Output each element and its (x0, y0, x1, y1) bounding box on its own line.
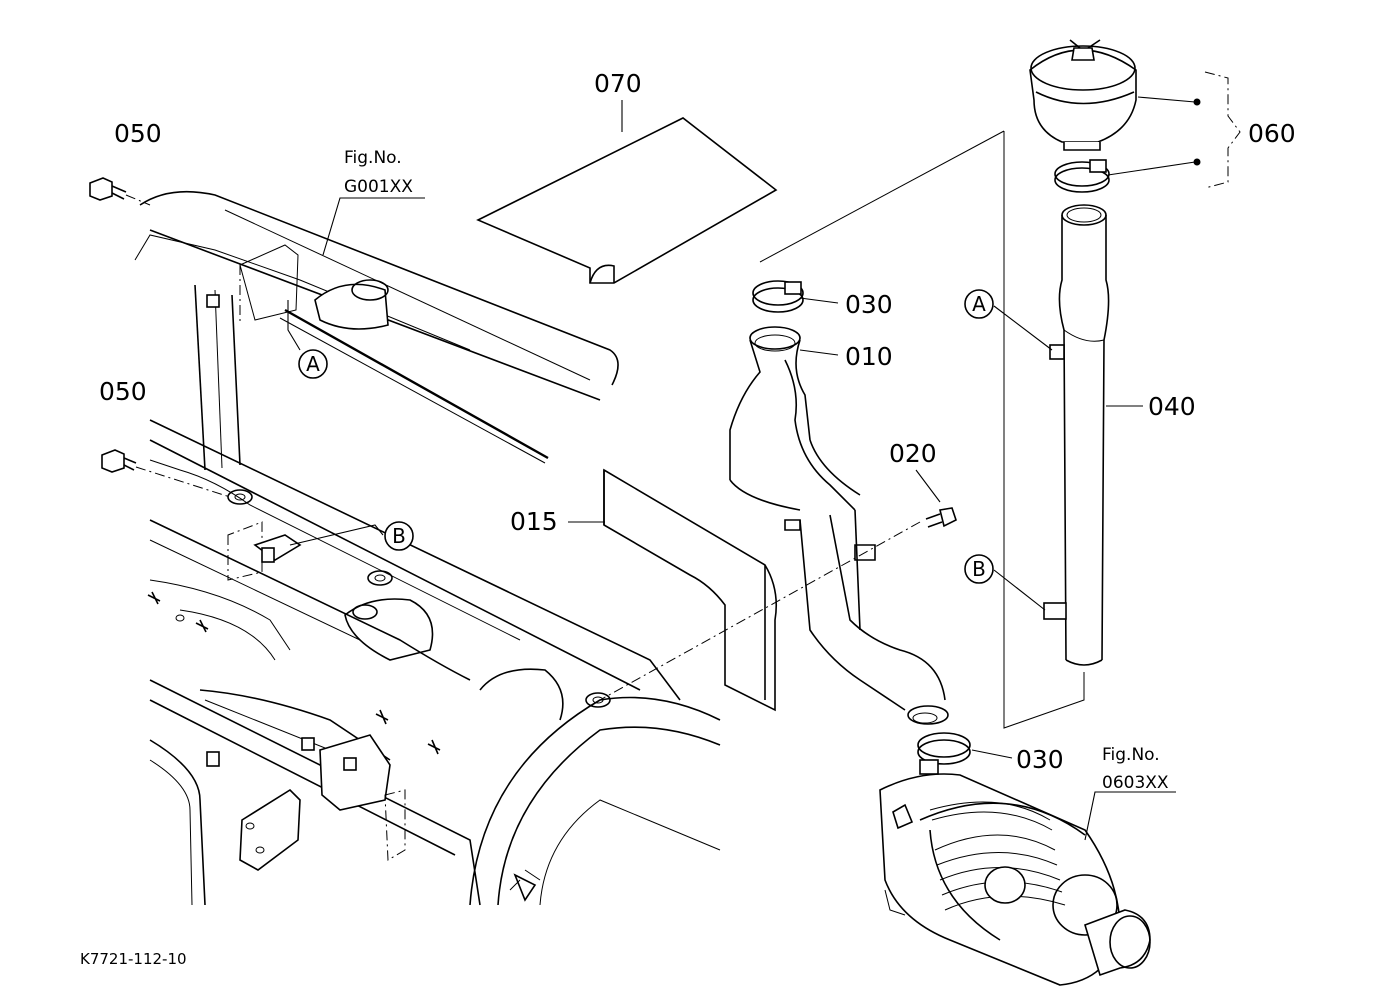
label-010: 010 (845, 342, 893, 371)
label-050-top: 050 (114, 119, 162, 148)
callout-a-right-text: A (972, 292, 986, 316)
label-070: 070 (594, 69, 642, 98)
label-030-bottom: 030 (1016, 745, 1064, 774)
insulation-pad-015-drawing (603, 468, 778, 712)
label-015: 015 (510, 507, 558, 536)
label-040: 040 (1148, 392, 1196, 421)
bolt-020-drawing (599, 507, 957, 701)
fig-ref-bottom-line1: Fig.No. (1102, 745, 1160, 765)
callout-a-right: A (964, 289, 994, 319)
callout-b-right: B (964, 554, 994, 584)
footer-code: K7721-112-10 (80, 950, 187, 968)
label-030-top: 030 (845, 290, 893, 319)
precleaner-060-drawing (1029, 39, 1137, 193)
intake-hose-010-drawing (729, 326, 949, 725)
callout-b-right-text: B (972, 557, 986, 581)
clamp-030-bottom-drawing (917, 732, 971, 775)
callout-b-left: B (384, 521, 414, 551)
fig-ref-top-line2: G001XX (344, 177, 413, 197)
callout-a-left-text: A (306, 352, 320, 376)
bolt-050-mid-drawing (101, 449, 231, 498)
document-070-drawing (476, 117, 778, 284)
label-050-mid: 050 (99, 377, 147, 406)
cabin-frame-drawing (134, 190, 721, 906)
air-cleaner-drawing (879, 773, 1151, 986)
bolt-050-top-drawing (89, 177, 151, 206)
label-020: 020 (889, 439, 937, 468)
leader-lines (287, 71, 1241, 841)
callout-b-left-text: B (392, 524, 406, 548)
fig-ref-top-line1: Fig.No. (344, 148, 402, 168)
clamp-030-top-drawing (752, 280, 804, 313)
callout-a-left: A (298, 349, 328, 379)
air-tube-040-drawing (1043, 204, 1110, 666)
fig-ref-bottom-line2: 0603XX (1102, 773, 1169, 793)
label-060: 060 (1248, 119, 1296, 148)
